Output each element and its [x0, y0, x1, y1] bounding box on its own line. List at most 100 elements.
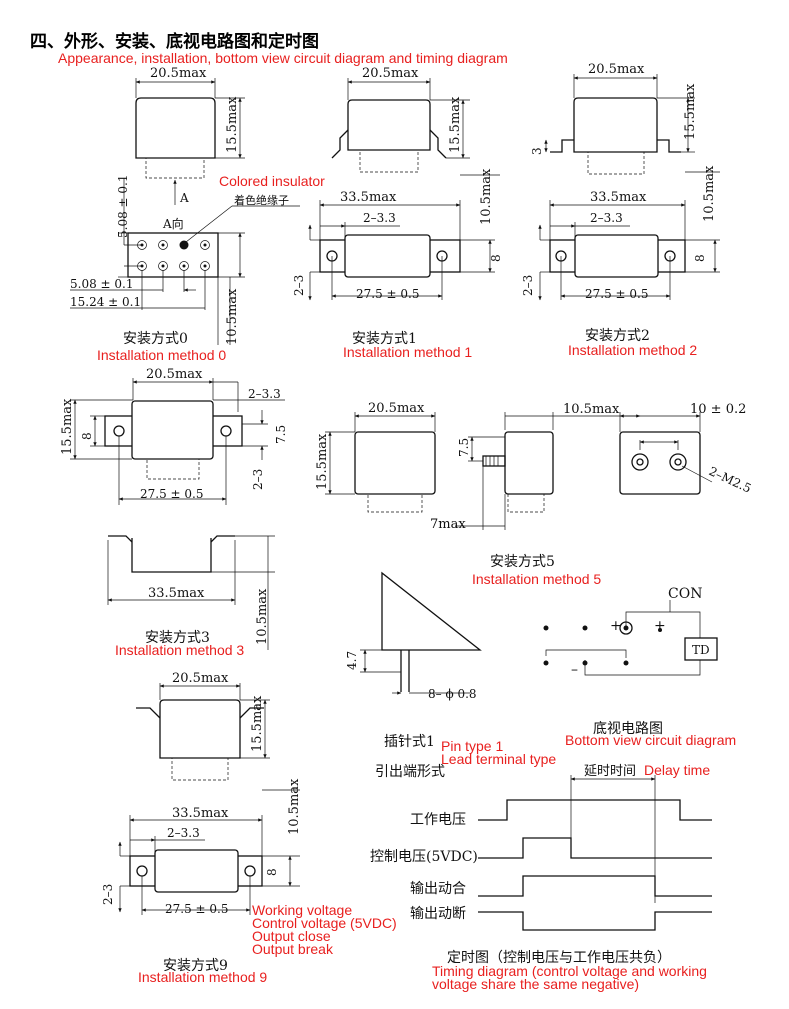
top-view-method-9 — [118, 789, 300, 915]
dim-mount-m9: 27.5 ± 0.5 — [165, 902, 229, 916]
method-9-label-en: Installation method 9 — [138, 969, 267, 985]
dim-8-m9: 8 — [265, 868, 279, 876]
dim-mount-m2: 27.5 ± 0.5 — [585, 287, 649, 301]
timing-caption-en-1: Timing diagram (control voltage and work… — [432, 963, 707, 979]
lead-terminal-label: 引出端形式 — [375, 764, 445, 780]
working-voltage-waveform — [478, 799, 712, 821]
dim-8-m1: 8 — [489, 254, 503, 262]
timing-diagram — [478, 775, 712, 931]
circuit-label: 底视电路图 — [593, 721, 663, 737]
dim-47: 4.7 — [345, 651, 359, 670]
dim-height-m3-left: 15.5max — [60, 398, 75, 455]
output-break-label-en: Output break — [252, 941, 334, 957]
working-voltage-label-en: Working voltage — [252, 902, 352, 918]
dim-flange-3: 3 — [530, 147, 544, 155]
dim-slot-m2: 2–3 — [521, 275, 535, 296]
pin-type-drawing — [360, 571, 482, 695]
control-voltage-label: 控制电压(5VDC) — [370, 849, 478, 865]
top-view-method-2 — [538, 171, 720, 301]
method-5-views — [325, 412, 713, 530]
dim-8-m3: 8 — [80, 432, 94, 440]
output-close-label-en: Output close — [252, 928, 331, 944]
method-3-label-en: Installation method 3 — [115, 642, 244, 658]
plus-sign-1: + — [610, 618, 622, 634]
dim-thread-m5: 2–M2.5 — [707, 464, 754, 496]
dim-hole-spacing-m5: 10 ± 0.2 — [690, 402, 746, 417]
working-voltage-label: 工作电压 — [410, 812, 466, 828]
con-label: CON — [668, 586, 702, 602]
side-view-method-3 — [107, 535, 275, 650]
dim-width-1: 20.5max — [150, 66, 207, 81]
dim-pin-span: 15.24 ± 0.1 — [70, 295, 141, 309]
dim-hole-m3: 2–3.3 — [248, 387, 281, 401]
side-view-method-2 — [544, 74, 695, 175]
circuit-label-en: Bottom view circuit diagram — [565, 732, 736, 748]
dim-pin-diameter: 8– ϕ 0.8 — [428, 687, 477, 701]
dim-pin-pitch-v: 5.08 ± 0.1 — [116, 175, 130, 239]
bottom-circuit-diagram — [543, 600, 718, 676]
dim-depth-m5: 10.5max — [563, 402, 620, 417]
dim-height-m9-top: 10.5max — [287, 778, 302, 835]
dim-height-m0: 10.5max — [225, 288, 240, 345]
insulator-label: 着色绝缘子 — [234, 193, 289, 207]
output-break-waveform — [478, 911, 712, 931]
dim-height-m5: 15.5max — [315, 433, 330, 490]
method-1-label: 安装方式1 — [352, 331, 417, 347]
minus-sign: – — [571, 662, 578, 678]
plus-sign-2: + — [654, 618, 666, 634]
dim-length-m3: 33.5max — [148, 586, 205, 601]
output-break-label: 输出动断 — [410, 906, 466, 922]
pin-type-label: 插针式1 — [384, 734, 435, 750]
lead-terminal-label-en: Lead terminal type — [441, 751, 556, 767]
method-0-label-en: Installation method 0 — [97, 347, 226, 363]
timing-caption-en-2: voltage share the same negative) — [432, 976, 639, 992]
dim-height-m2: 10.5max — [702, 165, 717, 222]
side-view-method-1 — [331, 78, 470, 173]
top-view-method-3 — [70, 378, 285, 505]
side-view-method-0 — [135, 78, 245, 179]
delay-label: 延时时间 — [584, 764, 636, 779]
method-2-label-en: Installation method 2 — [568, 342, 697, 358]
dim-hole-m1: 2–3.3 — [363, 211, 396, 225]
output-close-label: 输出动合 — [410, 881, 466, 897]
dim-width-2: 20.5max — [362, 66, 419, 81]
dim-length-m2: 33.5max — [590, 190, 647, 205]
output-close-waveform — [478, 875, 712, 897]
method-5-label: 安装方式5 — [490, 554, 555, 570]
dim-height-m9: 15.5max — [250, 695, 265, 752]
dim-mount-m1: 27.5 ± 0.5 — [356, 287, 420, 301]
method-1-label-en: Installation method 1 — [343, 344, 472, 360]
view-arrow-label: A — [179, 191, 189, 205]
td-label: TD — [692, 643, 710, 657]
method-9-label: 安装方式9 — [163, 958, 228, 974]
dim-7max-m5: 7max — [430, 517, 466, 532]
dim-width-3: 20.5max — [588, 62, 645, 77]
dim-75-m5: 7.5 — [457, 438, 471, 457]
method-5-label-en: Installation method 5 — [472, 571, 601, 587]
dim-height-m3: 10.5max — [255, 588, 270, 645]
pin-grid — [137, 240, 210, 271]
dim-75-m3: 7.5 — [274, 425, 288, 444]
dim-hole-m2: 2–3.3 — [590, 211, 623, 225]
side-view-method-9 — [136, 683, 270, 781]
timing-caption: 定时图（控制电压与工作电压共负） — [447, 950, 671, 966]
dim-slot-m1: 2–3 — [292, 275, 306, 296]
dim-8-m2: 8 — [693, 254, 707, 262]
insulator-label-en: Colored insulator — [219, 173, 325, 189]
method-3-label: 安装方式3 — [145, 630, 210, 646]
dim-width-m5: 20.5max — [368, 401, 425, 416]
pin-type-label-en: Pin type 1 — [441, 738, 503, 754]
control-voltage-waveform — [478, 837, 712, 859]
control-voltage-label-en: Control voltage (5VDC) — [252, 915, 397, 931]
dim-height-2: 15.5max — [448, 96, 463, 153]
delay-label-en: Delay time — [644, 762, 710, 778]
dim-width-m9: 20.5max — [172, 671, 229, 686]
dim-slot-m9: 2–3 — [101, 884, 115, 905]
dim-width-m3: 20.5max — [146, 367, 203, 382]
dim-slot-m3: 2–3 — [251, 469, 265, 490]
top-view-method-1 — [308, 174, 500, 301]
view-a-label: A向 — [162, 216, 184, 231]
dim-mount-m3: 27.5 ± 0.5 — [140, 487, 204, 501]
dim-height-m1: 10.5max — [479, 168, 494, 225]
